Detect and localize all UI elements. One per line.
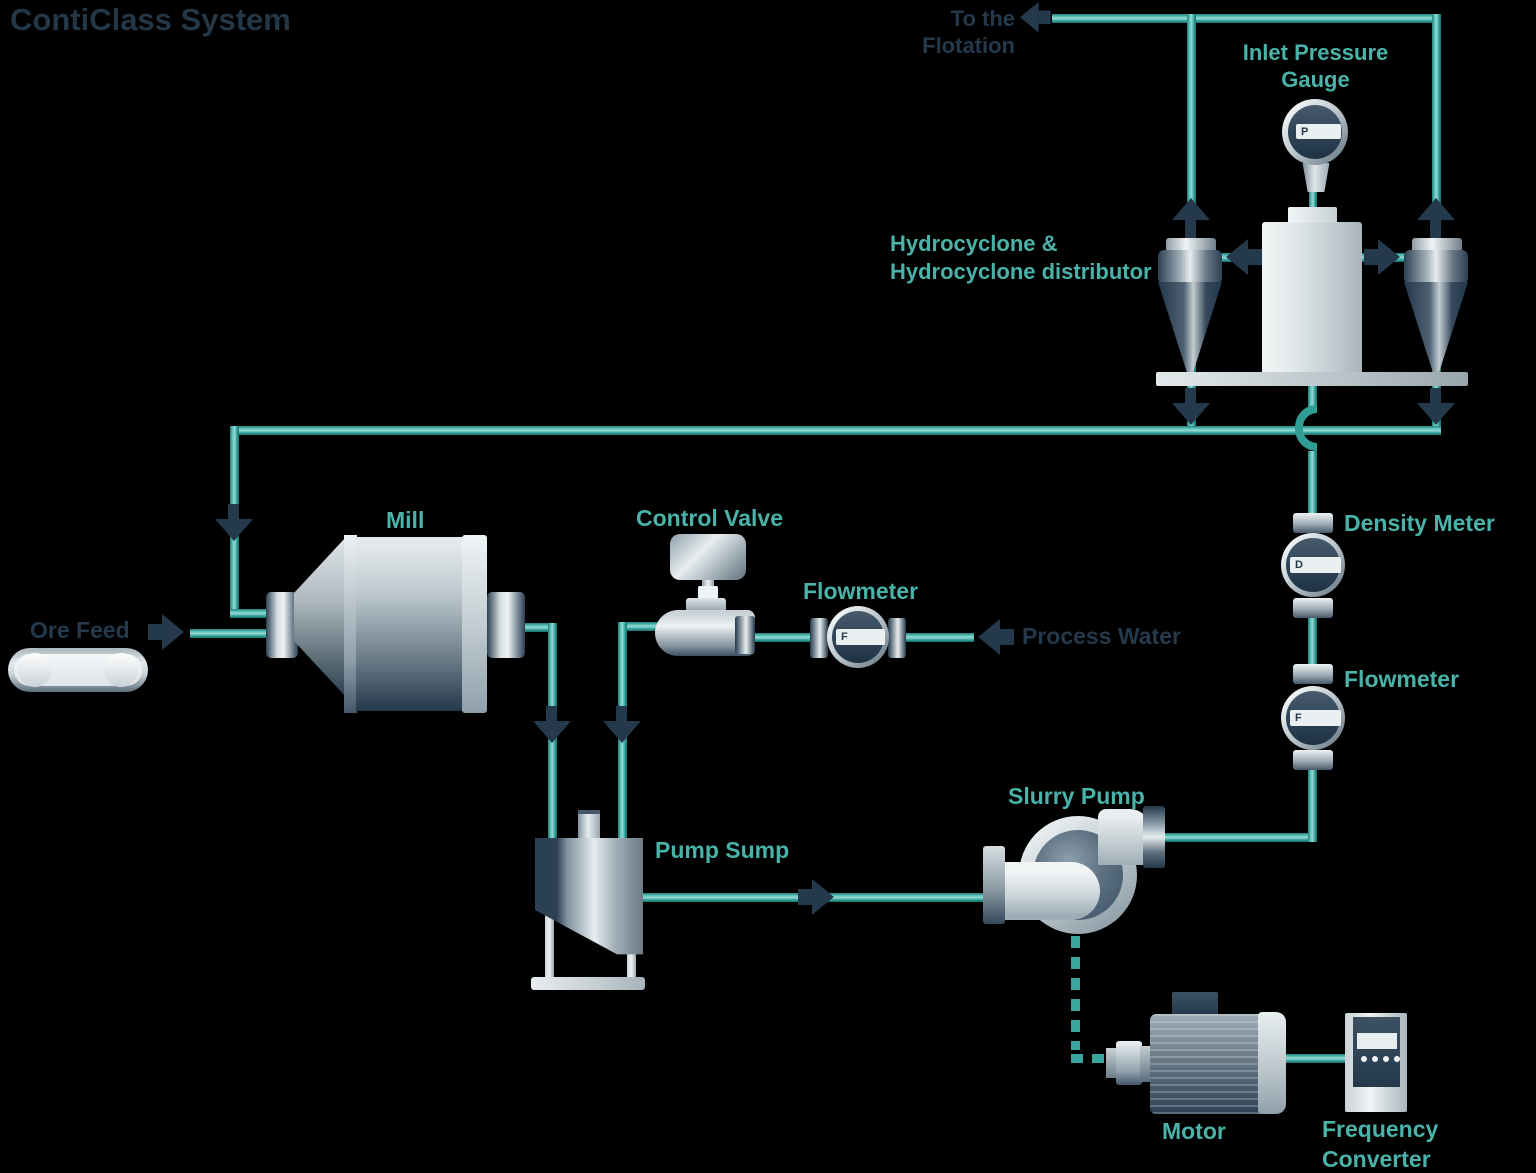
control-valve-bonnet <box>686 598 726 612</box>
mill-shell <box>356 537 463 711</box>
hydrocyclone-left-cap <box>1166 238 1216 252</box>
pipe-pump-discharge-v <box>1308 770 1317 842</box>
frequency-converter-display <box>1357 1033 1397 1049</box>
pipe-crossing-jump <box>1295 405 1317 451</box>
slurry-pump-discharge-flange <box>1143 806 1165 868</box>
label-control-valve: Control Valve <box>636 505 783 531</box>
control-valve-outlet-flange <box>735 616 755 654</box>
label-frequency-converter: Frequency Converter <box>1322 1116 1439 1173</box>
flow-arrow-into-right-cyclone-icon <box>1364 239 1400 275</box>
label-flowmeter-mid: Flowmeter <box>803 578 919 604</box>
pipe-overflow-top <box>1052 14 1441 23</box>
pipe-mill-inlet-return <box>230 609 288 618</box>
pipe-overflow-left <box>1187 14 1196 242</box>
label-motor: Motor <box>1162 1118 1226 1144</box>
conveyor-roller-left <box>18 653 52 687</box>
drive-shaft-dashed-h <box>1071 1054 1111 1063</box>
flow-arrow-mill-discharge-icon <box>533 706 571 743</box>
pump-sump-top-stub <box>578 810 600 844</box>
label-flowmeter-right: Flowmeter <box>1344 666 1460 692</box>
slurry-pump-discharge-elbow <box>1098 809 1150 865</box>
mill-trunnion-right <box>487 592 525 658</box>
label-pump-sump: Pump Sump <box>655 837 790 863</box>
flow-arrow-valve-drop-icon <box>603 706 641 743</box>
pipe-valve-outlet-stub <box>618 622 662 631</box>
pipe-distributor-feed-stub <box>1308 385 1317 407</box>
mill-trunnion-left <box>266 592 298 658</box>
label-ore-feed: Ore Feed <box>30 617 130 643</box>
flowmeter-mid-tag: F <box>836 629 885 645</box>
pipe-mill-outlet-h <box>510 623 557 632</box>
flow-arrow-underflow-right-icon <box>1417 388 1455 425</box>
distributor-cylinder <box>1262 222 1362 374</box>
conveyor-roller-right <box>104 653 138 687</box>
flow-arrow-to-flotation-icon <box>1020 2 1051 33</box>
pipe-overflow-right <box>1432 14 1441 242</box>
motor-shaft <box>1106 1048 1118 1078</box>
pump-sump-base <box>531 977 645 990</box>
pipe-ore-feed <box>190 629 288 638</box>
pipe-return-horizontal <box>230 426 1441 435</box>
flow-arrow-pump-suction-icon <box>798 879 834 915</box>
pump-sump-leg-left <box>545 870 554 982</box>
flow-arrow-ore-feed-icon <box>148 614 184 650</box>
page-title: ContiClass System <box>10 2 291 37</box>
density-meter-tag: D <box>1290 557 1341 573</box>
density-meter-flange-bottom <box>1293 598 1333 618</box>
label-to-flotation: To the Flotation <box>922 6 1015 58</box>
drive-shaft-dashed-v <box>1071 936 1080 1050</box>
flow-arrow-process-water-icon <box>978 619 1014 655</box>
hydrocyclone-left-cone <box>1158 282 1222 374</box>
label-mill: Mill <box>386 507 425 533</box>
hydrocyclone-left-body <box>1158 250 1222 284</box>
pipe-motor-to-converter <box>1284 1054 1346 1063</box>
slurry-pump-suction-flange <box>983 846 1005 924</box>
flow-arrow-overflow-left-icon <box>1172 198 1210 240</box>
frequency-converter-button <box>1361 1056 1367 1062</box>
label-density-meter: Density Meter <box>1344 510 1495 536</box>
pipe-pump-discharge-h <box>1158 833 1317 842</box>
mill-flange-left <box>344 535 357 713</box>
hydrocyclone-right-body <box>1404 250 1468 284</box>
hydrocyclone-right-cone <box>1404 282 1468 374</box>
density-meter-flange-top <box>1293 513 1333 533</box>
motor-terminal-box <box>1172 992 1218 1016</box>
slurry-pump-intake-tube <box>1000 862 1100 920</box>
label-hydrocyclone: Hydrocyclone & Hydrocyclone distributor <box>890 231 1152 285</box>
label-slurry-pump: Slurry Pump <box>1008 783 1145 809</box>
pressure-gauge-tag: P <box>1296 124 1341 139</box>
pipe-process-water <box>904 633 974 642</box>
motor-end-cap <box>1258 1012 1286 1114</box>
control-valve-stem-tag <box>698 586 718 599</box>
frequency-converter-button <box>1394 1056 1400 1062</box>
flow-arrow-overflow-right-icon <box>1417 198 1455 240</box>
motor-coupling-ring <box>1140 1046 1152 1082</box>
motor-coupling <box>1116 1041 1142 1085</box>
flowmeter-right-tag: F <box>1290 710 1341 726</box>
pipe-feed-mid <box>1308 615 1317 667</box>
pipe-gauge-stem <box>1309 190 1317 216</box>
flow-arrow-into-left-cyclone-icon <box>1226 239 1262 275</box>
pipe-feed-upper <box>1308 451 1317 515</box>
mill-cone <box>294 537 346 697</box>
pressure-gauge-neck <box>1302 163 1330 192</box>
flowmeter-right-flange-top <box>1293 664 1333 684</box>
flowmeter-mid-flange-right <box>888 618 906 658</box>
frequency-converter-panel <box>1353 1017 1400 1087</box>
label-inlet-pressure-gauge: Inlet Pressure Gauge <box>1242 40 1389 92</box>
distributor-plate <box>1156 372 1468 386</box>
distributor-top-cap <box>1288 207 1337 223</box>
pipe-valve-inlet <box>750 633 824 642</box>
hydrocyclone-right-cap <box>1412 238 1462 252</box>
label-process-water: Process Water <box>1022 623 1181 649</box>
flowmeter-mid-flange-left <box>810 618 828 658</box>
flow-arrow-underflow-left-icon <box>1172 388 1210 425</box>
mill-flange-right <box>462 535 487 713</box>
frequency-converter-button <box>1372 1056 1378 1062</box>
motor-body <box>1150 1014 1262 1114</box>
frequency-converter-button <box>1383 1056 1389 1062</box>
flowmeter-right-flange-bottom <box>1293 750 1333 770</box>
flow-arrow-return-to-mill-icon <box>215 504 253 541</box>
control-valve-actuator <box>670 534 746 580</box>
